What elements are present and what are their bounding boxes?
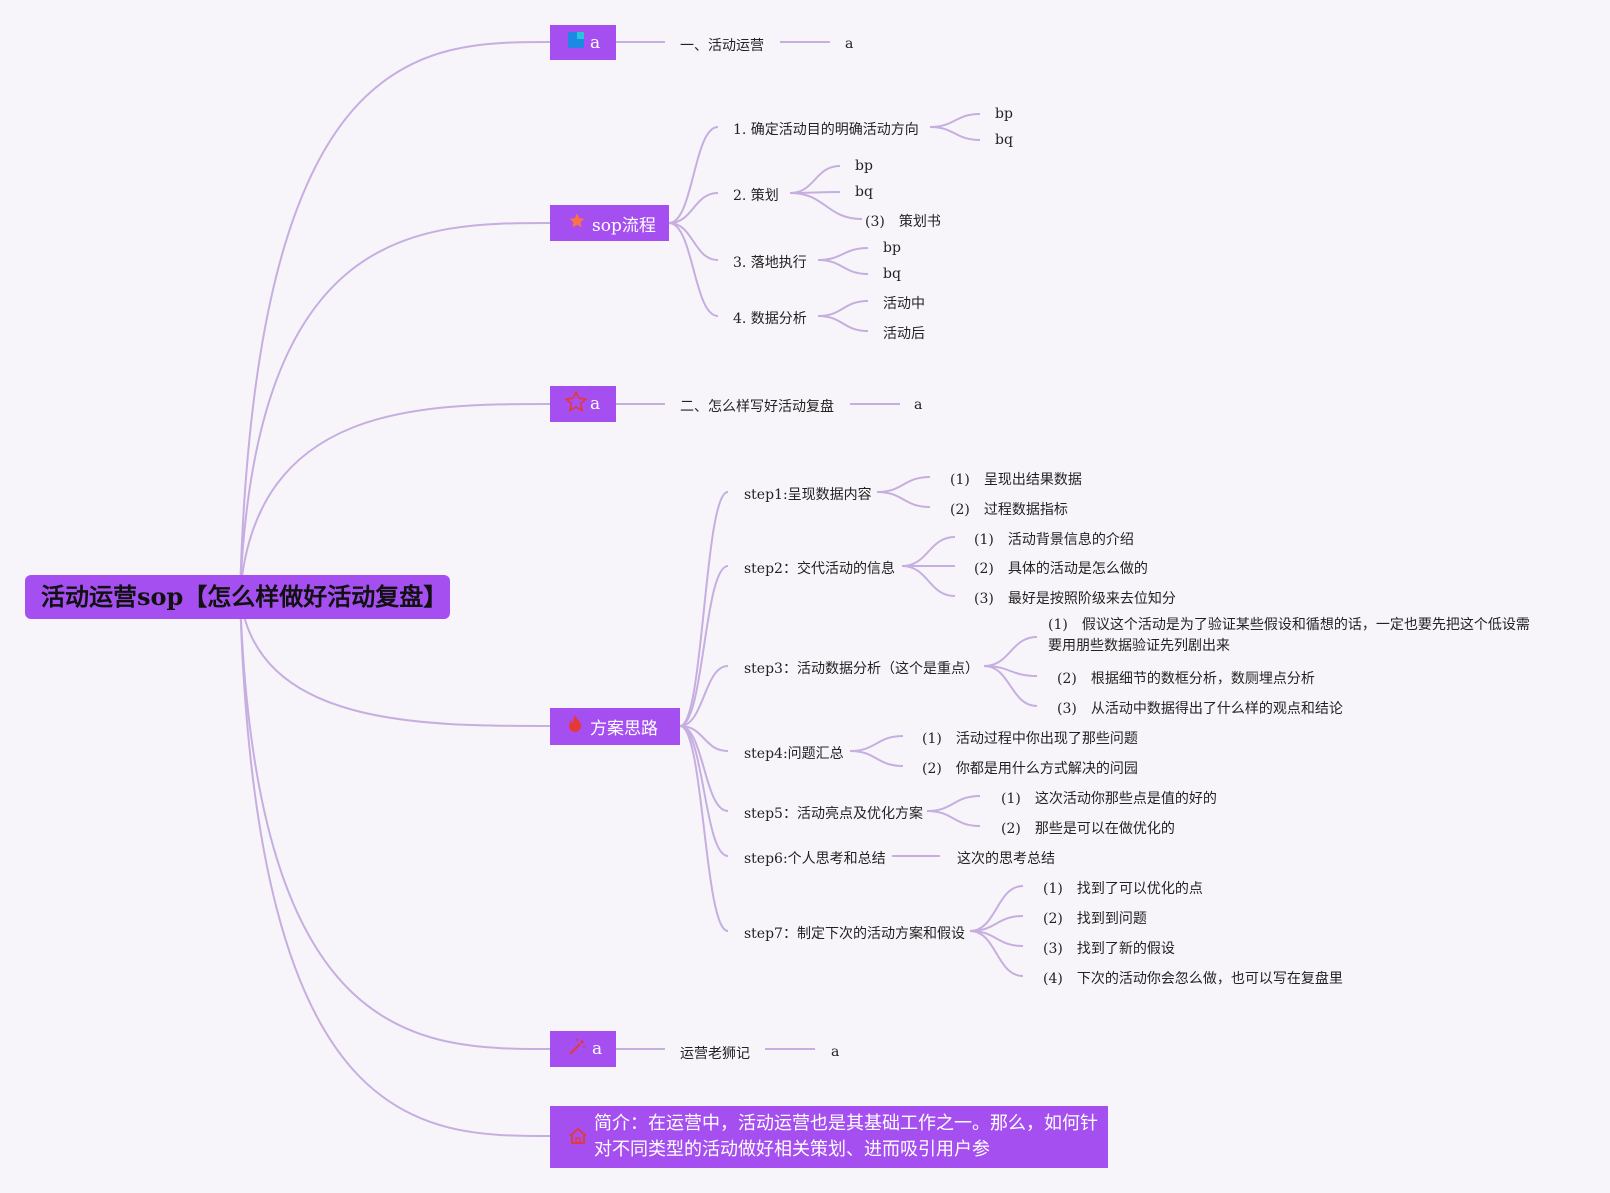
sub-node[interactable]: 运营老狮记 (680, 1046, 750, 1062)
edge-curve (239, 41, 551, 596)
edge-curve (983, 665, 1038, 707)
leaf-node[interactable]: bq (995, 132, 1013, 148)
leaf-node[interactable]: (1) 活动过程中你出现了那些问题 (922, 731, 1138, 747)
sub-node[interactable]: 4. 数据分析 (733, 311, 807, 327)
edge-curve (817, 315, 869, 332)
leaf-node[interactable]: a (831, 1044, 840, 1060)
leaf-node[interactable]: (3) 找到了新的假设 (1043, 941, 1175, 957)
leaf-node[interactable]: (1) 这次活动你那些点是值的好的 (1001, 791, 1217, 807)
leaf-node[interactable]: bq (883, 266, 901, 282)
edge-curve (239, 594, 551, 1050)
leaf-node[interactable]: (3) 策划书 (865, 214, 941, 230)
edge-curve (901, 565, 956, 597)
sub-node[interactable]: 1. 确定活动目的明确活动方向 (733, 122, 919, 138)
leaf-node[interactable]: 这次的思考总结 (957, 851, 1055, 867)
branch-node-a-2[interactable]: a (550, 386, 616, 422)
leaf-node[interactable]: (2) 具体的活动是怎么做的 (974, 561, 1148, 577)
edge-curve (876, 491, 931, 508)
red-outline-star-icon (564, 389, 588, 419)
edge-curve (926, 810, 981, 827)
branch-label: a (590, 394, 601, 414)
leaf-node[interactable]: bp (883, 240, 901, 256)
edge-curve (668, 126, 719, 224)
edge-curve (969, 930, 1024, 977)
leaf-node[interactable]: (3) 最好是按照阶级来去位知分 (974, 591, 1176, 607)
sub-node[interactable]: 一、活动运营 (680, 38, 764, 54)
sub-node[interactable]: step7：制定下次的活动方案和假设 (744, 926, 965, 942)
edge-curve (789, 192, 863, 220)
branch-node-a-1[interactable]: a (550, 25, 616, 60)
edge-curve (239, 222, 551, 596)
edge-curve (679, 725, 729, 752)
edge-curve (849, 750, 904, 767)
leaf-node[interactable]: bp (995, 106, 1013, 122)
edge-curve (668, 192, 719, 224)
leaf-node[interactable]: (1) 呈现出结果数据 (950, 472, 1082, 488)
leaf-node[interactable]: (1) 找到了可以优化的点 (1043, 881, 1203, 897)
edge-curve (679, 665, 729, 727)
sub-node[interactable]: 二、怎么样写好活动复盘 (680, 399, 834, 415)
branch-label: a (590, 32, 601, 53)
edge-curve (679, 565, 729, 727)
blue-square-icon (568, 32, 584, 53)
sub-node[interactable]: 3. 落地执行 (733, 255, 807, 271)
leaf-node[interactable]: bp (855, 158, 873, 174)
branch-label: a (592, 1039, 603, 1059)
edge-curve (668, 222, 719, 261)
edge-curve (929, 126, 981, 141)
sub-node[interactable]: step1:呈现数据内容 (744, 487, 872, 503)
fire-icon (566, 714, 584, 739)
branch-node-plan[interactable]: 方案思路 (550, 708, 680, 745)
branch-label: sop流程 (592, 215, 656, 236)
sub-node[interactable]: step6:个人思考和总结 (744, 851, 886, 867)
edge-curve (817, 247, 869, 261)
leaf-node[interactable]: (1) 活动背景信息的介绍 (974, 532, 1134, 548)
branch-node-a-3[interactable]: a (550, 1031, 616, 1067)
sub-node[interactable]: step4:问题汇总 (744, 746, 844, 762)
intro-node[interactable]: 简介：在运营中，活动运营也是其基础工作之一。那么，如何针对不同类型的活动做好相关… (550, 1106, 1108, 1168)
edge-curve (789, 165, 841, 194)
leaf-node[interactable]: (2) 那些是可以在做优化的 (1001, 821, 1175, 837)
sub-node[interactable]: step3：活动数据分析（这个是重点） (744, 661, 979, 677)
edge-curve (668, 222, 719, 317)
root-node[interactable]: 活动运营sop【怎么样做好活动复盘】 (25, 575, 450, 619)
leaf-node[interactable]: (2) 根据细节的数框分析，数厕埋点分析 (1057, 671, 1315, 687)
edge-curve (239, 594, 551, 1137)
leaf-node[interactable]: a (845, 36, 854, 52)
house-icon (568, 1126, 588, 1154)
leaf-node[interactable]: (2) 找到到问题 (1043, 911, 1147, 927)
edge-curve (817, 259, 869, 275)
intro-text: 简介：在运营中，活动运营也是其基础工作之一。那么，如何针对不同类型的活动做好相关… (594, 1113, 1098, 1160)
edge-curve (239, 403, 551, 596)
sub-node[interactable]: step2：交代活动的信息 (744, 561, 895, 577)
branch-label: 方案思路 (590, 719, 658, 739)
edge-curve (926, 795, 981, 812)
edge-curve (679, 491, 729, 727)
sub-node[interactable]: step5：活动亮点及优化方案 (744, 806, 923, 822)
leaf-node[interactable]: a (914, 397, 923, 413)
leaf-node[interactable]: (2) 你都是用什么方式解决的问园 (922, 761, 1138, 777)
leaf-node[interactable]: (1) 假议这个活动是为了验证某些假设和循想的话，一定也要先把这个低设需要用朋些… (1048, 617, 1530, 654)
edge-curve (679, 725, 729, 932)
leaf-node[interactable]: bq (855, 184, 873, 200)
edge-curve (679, 725, 729, 857)
leaf-node[interactable]: (4) 下次的活动你会忽么做，也可以写在复盘里 (1043, 971, 1343, 987)
edge-curve (876, 476, 931, 493)
magic-wand-icon (568, 1038, 586, 1061)
orange-star-icon (568, 212, 586, 235)
edge-curve (239, 594, 551, 727)
edge-curve (901, 536, 956, 567)
leaf-node[interactable]: (2) 过程数据指标 (950, 502, 1068, 518)
edge-curve (983, 636, 1038, 667)
edge-curve (929, 113, 981, 128)
leaf-node[interactable]: 活动中 (883, 296, 925, 312)
branch-node-sop[interactable]: sop流程 (550, 205, 669, 241)
leaf-node[interactable]: 活动后 (883, 326, 925, 342)
leaf-node[interactable]: (3) 从活动中数据得出了什么样的观点和结论 (1057, 701, 1343, 717)
edge-curve (817, 300, 869, 317)
edge-curve (849, 735, 904, 752)
sub-node[interactable]: 2. 策划 (733, 188, 779, 204)
